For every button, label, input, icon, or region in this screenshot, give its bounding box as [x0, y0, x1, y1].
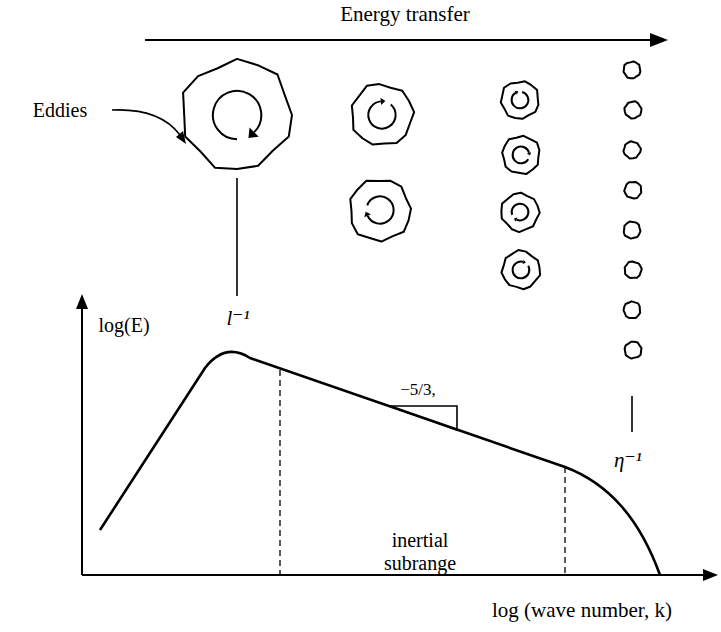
slope-triangle — [390, 406, 457, 430]
diagram-heading: Energy transfer — [340, 2, 470, 26]
scale-marker — [631, 396, 633, 432]
small-eddy — [496, 244, 548, 296]
large-eddy — [183, 59, 292, 169]
slope-label: −5/3, — [400, 380, 436, 400]
arrow-head — [76, 294, 88, 309]
small-eddy — [495, 130, 547, 182]
scale-marker — [236, 178, 238, 296]
transfer-arrow — [145, 39, 652, 41]
medium-eddy — [339, 71, 426, 158]
range-boundary — [279, 370, 280, 575]
arrow-head — [703, 569, 718, 581]
y-axis — [81, 306, 83, 575]
axis-label: log (wave number, k) — [492, 598, 672, 622]
leader-line — [112, 110, 180, 135]
scale-label: η⁻¹ — [614, 448, 642, 472]
range-boundary — [564, 467, 565, 575]
small-eddy — [497, 76, 543, 122]
medium-eddy — [340, 170, 419, 249]
arrow-head — [650, 33, 668, 47]
x-axis — [82, 574, 706, 576]
energy-spectrum — [100, 352, 660, 575]
tiny-eddies — [620, 60, 645, 360]
axis-label: log(E) — [98, 314, 149, 337]
range-label: inertial subrange — [365, 529, 475, 575]
scale-label: l⁻¹ — [226, 306, 249, 330]
callout-label: Eddies — [33, 99, 87, 122]
small-eddy — [495, 188, 544, 236]
